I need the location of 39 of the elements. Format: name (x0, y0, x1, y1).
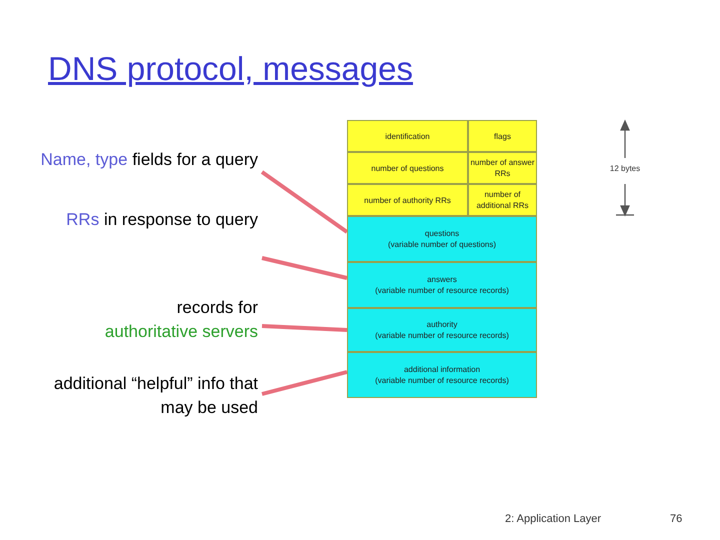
header-field (347, 152, 468, 184)
field-label: (variable number of resource records) (375, 330, 509, 341)
field-label: number of questions (371, 162, 444, 174)
annotation-text: authoritative servers (104, 322, 258, 341)
field-label: identification (385, 130, 430, 142)
leader-line (262, 370, 348, 396)
leader-line (262, 324, 348, 332)
header-field (347, 184, 468, 216)
footer-text: 2: Application Layer (505, 512, 602, 527)
field-label: (variable number of resource records) (375, 285, 509, 296)
dimension-label: 12 bytes (608, 163, 642, 175)
slide-title: DNS protocol, messages (48, 49, 413, 89)
annotation-text: in response to query (104, 210, 258, 229)
field-label: (variable number of resource records) (375, 375, 509, 386)
annotation-text: additional “helpful” info that may be used (54, 374, 258, 417)
field-label: number of answer RRs (469, 157, 536, 179)
annotation-text: RRs (66, 210, 100, 229)
annotation-text: Name, type (40, 150, 128, 169)
header-field (347, 120, 468, 152)
message-section (347, 308, 537, 352)
field-label: number of additional RRs (475, 189, 530, 211)
annotation-text: records for (176, 298, 258, 317)
field-label: flags (494, 130, 511, 142)
leader-line (262, 256, 348, 280)
field-label: number of authority RRs (364, 194, 451, 206)
leader-line (260, 170, 348, 234)
message-section (347, 216, 537, 262)
field-label: questions (424, 228, 460, 239)
annotation-text: fields for a query (132, 150, 258, 169)
header-field (468, 120, 537, 152)
header-field (468, 184, 537, 216)
message-section (347, 352, 537, 398)
field-label: additional information (404, 364, 480, 375)
page-number: 76 (670, 512, 682, 527)
field-label: answers (427, 274, 457, 285)
header-field (468, 152, 537, 184)
field-label: (variable number of questions) (388, 239, 496, 250)
field-label: authority (426, 319, 458, 330)
message-section (347, 262, 537, 308)
